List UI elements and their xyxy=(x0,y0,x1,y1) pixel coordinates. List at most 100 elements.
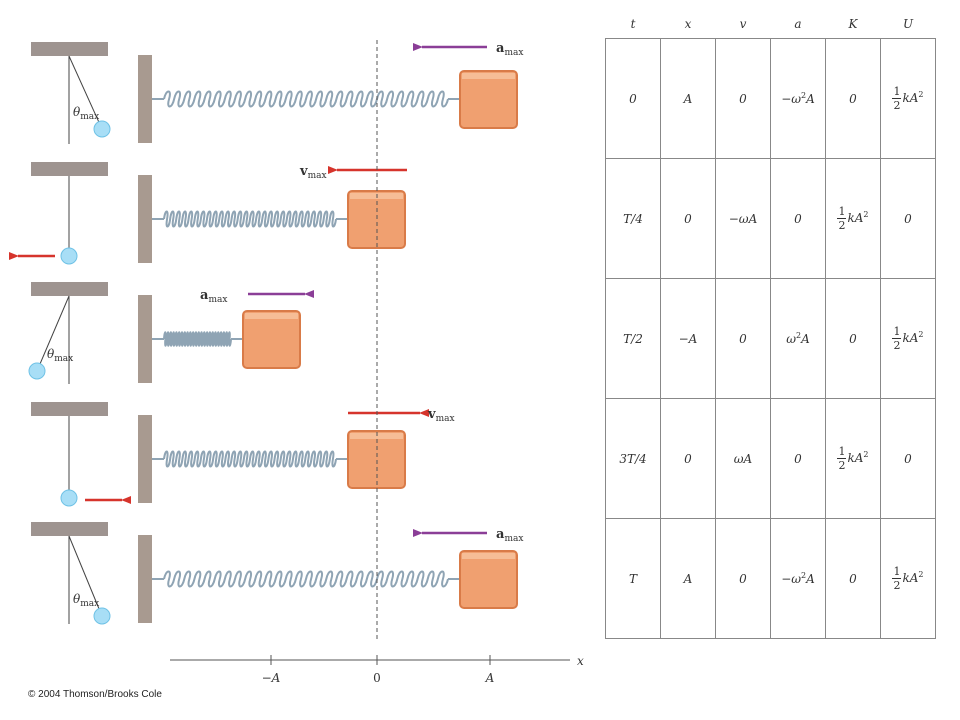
theta-subscript: max xyxy=(80,112,99,122)
cell-value: A xyxy=(683,571,693,586)
header-a: a xyxy=(794,17,802,31)
exponent: 2 xyxy=(918,570,924,579)
cell-value: −ωA xyxy=(728,211,758,226)
exponent: 2 xyxy=(918,330,924,339)
spring-wall xyxy=(138,175,152,263)
cell-value: T xyxy=(628,571,637,586)
energy-term: kA xyxy=(847,211,864,225)
spring-wall xyxy=(138,415,152,503)
cell-value: 0 xyxy=(739,91,747,106)
tick-label-neg-a: −A xyxy=(262,671,281,685)
copyright-notice: © 2004 Thomson/Brooks Cole xyxy=(28,689,162,700)
cell-t: 0 xyxy=(605,38,661,159)
tick-label-pos-a: A xyxy=(485,671,495,685)
cell-value: 3T/4 xyxy=(619,451,647,466)
fraction-numerator: 1 xyxy=(837,445,847,459)
cell-value: 0 xyxy=(794,451,802,466)
mass-block-highlight xyxy=(462,73,515,79)
header-k: K xyxy=(848,17,858,31)
x-axis: x −A 0 A xyxy=(170,654,584,685)
pendulum-ceiling xyxy=(31,522,108,536)
cell-value: 0 xyxy=(794,211,802,226)
spring-wall xyxy=(138,535,152,623)
theta-label: θmax xyxy=(73,592,99,609)
spring-coil xyxy=(163,450,337,468)
fraction-numerator: 1 xyxy=(892,85,902,99)
exponent: 2 xyxy=(863,450,869,459)
theta-subscript: max xyxy=(54,354,73,364)
cell-v: −ωA xyxy=(715,158,771,279)
spring-coil xyxy=(163,331,232,347)
accel-amplitude: A xyxy=(801,332,810,346)
cell-k: 0 xyxy=(825,518,881,639)
cell-value: 0 xyxy=(904,211,912,226)
pendulum-ceiling xyxy=(31,402,108,416)
pendulum-string xyxy=(36,295,70,372)
cell-a: ω2A xyxy=(770,278,826,399)
x-axis-label: x xyxy=(577,654,584,668)
fraction-denominator: 2 xyxy=(893,579,901,592)
cell-a: 0 xyxy=(770,398,826,519)
tick-label-zero: 0 xyxy=(373,671,381,685)
spring-coil xyxy=(163,90,449,108)
cell-x: 0 xyxy=(660,398,716,519)
accel-coefficient: ω xyxy=(786,332,797,346)
mass-block-highlight xyxy=(462,553,515,559)
cell-k: 0 xyxy=(825,38,881,159)
cell-v: 0 xyxy=(715,518,771,639)
exponent: 2 xyxy=(801,571,807,580)
table-header-row: t x v a K U xyxy=(606,10,936,39)
header-x: x xyxy=(684,17,692,31)
mass-block xyxy=(242,310,301,369)
cell-value: A xyxy=(683,91,693,106)
pendulum-ceiling xyxy=(31,282,108,296)
spring-coil xyxy=(163,210,337,228)
cell-value: 0 xyxy=(904,451,912,466)
acceleration-label: amax xyxy=(200,288,227,305)
theta-subscript: max xyxy=(80,599,99,609)
cell-a: 0 xyxy=(770,158,826,279)
cell-t: 3T/4 xyxy=(605,398,661,519)
cell-x: A xyxy=(660,518,716,639)
cell-x: −A xyxy=(660,278,716,399)
exponent: 2 xyxy=(918,90,924,99)
cell-v: 0 xyxy=(715,278,771,399)
spring-coil xyxy=(163,570,449,588)
pendulum-ceiling xyxy=(31,42,108,56)
frame-3: vmax xyxy=(31,402,455,507)
velocity-label: vmax xyxy=(427,407,455,424)
accel-amplitude: A xyxy=(806,572,815,586)
spring-wall xyxy=(138,295,152,383)
acceleration-label: amax xyxy=(496,41,523,58)
cell-value: 0 xyxy=(629,91,637,106)
cell-a: −ω2A xyxy=(770,38,826,159)
cell-value: T/2 xyxy=(623,331,643,346)
cell-value: 0 xyxy=(849,571,857,586)
accel-coefficient: −ω xyxy=(781,92,802,106)
cell-value: 0 xyxy=(849,331,857,346)
cell-value: ωA xyxy=(733,451,753,466)
cell-v: ωA xyxy=(715,398,771,519)
cell-value: 0 xyxy=(849,91,857,106)
pendulum-bob xyxy=(93,607,111,625)
mass-block xyxy=(459,550,518,609)
fraction-denominator: 2 xyxy=(838,459,846,472)
pendulum-bob xyxy=(28,362,46,380)
exponent: 2 xyxy=(796,331,802,340)
fraction-denominator: 2 xyxy=(838,219,846,232)
cell-value: T/4 xyxy=(623,211,643,226)
exponent: 2 xyxy=(801,91,807,100)
cell-value: 0 xyxy=(739,331,747,346)
header-t: t xyxy=(630,17,636,31)
